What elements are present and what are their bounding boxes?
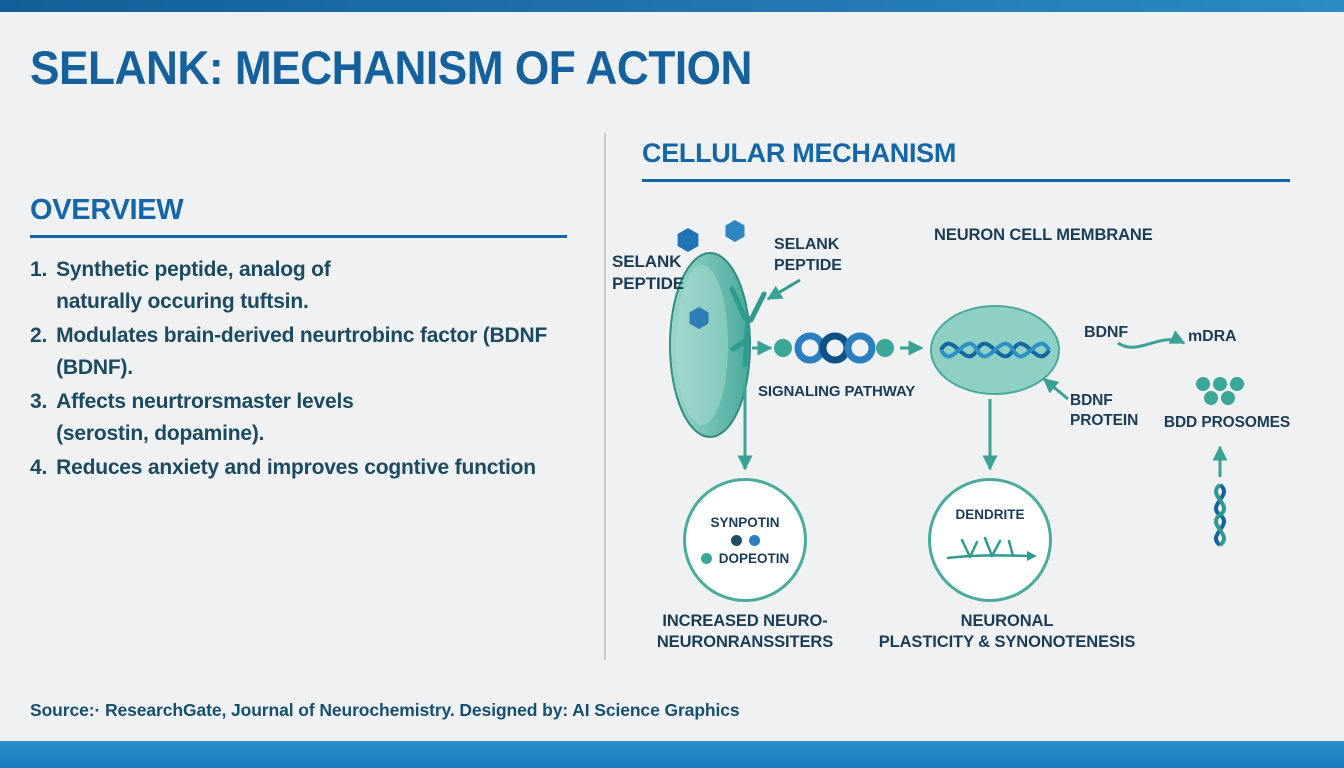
diagram-shapes <box>669 220 1244 547</box>
overview-list: 1. Synthetic peptide, analog of naturall… <box>30 254 578 487</box>
top-accent-bar <box>0 0 1344 12</box>
dendrite-label: DENDRITE <box>955 507 1025 522</box>
bdnf-to-mdra-arrow <box>1117 330 1186 349</box>
bdnf-protein-arrow <box>1042 377 1069 401</box>
item-number: 1. <box>30 258 48 281</box>
label-selank-peptide-top: SELANK PEPTIDE <box>774 236 842 274</box>
label-increased-neurotransmitters: INCREASED NEURO- NEURONRANSSITERS <box>656 612 834 652</box>
item-number: 3. <box>30 390 48 413</box>
vertical-divider <box>604 133 606 660</box>
overview-item-1: 1. Synthetic peptide, analog of naturall… <box>30 254 578 317</box>
label-neuron-cell-membrane: NEURON CELL MEMBRANE <box>934 226 1153 244</box>
selank-to-receptor-arrow <box>766 278 801 301</box>
label-bdd-prosomes: BDD PROSOMES <box>1163 414 1291 431</box>
navy-dot-icon <box>730 534 742 546</box>
peptide-hexagon-icons <box>677 220 745 329</box>
label-bdnf-protein: BDNF PROTEIN <box>1070 392 1139 430</box>
dendrite-branch-icon <box>946 536 1037 561</box>
label-selank-peptide-left: SELANK PEPTIDE <box>612 252 685 294</box>
label-neuronal-plasticity: NEURONAL PLASTICITY & SYNONOTENESIS <box>878 612 1136 652</box>
item-text: Reduces anxiety and improves cogntive fu… <box>56 456 536 479</box>
cellular-mechanism-diagram: SELANK PEPTIDE SELANK PEPTIDE NEURON CEL… <box>604 185 1344 705</box>
overview-item-3: 3. Affects neurtrorsmaster levels (seros… <box>30 386 578 449</box>
ribosomes-icon <box>1196 377 1244 405</box>
item-text: Synthetic peptide, analog of naturally o… <box>56 258 331 313</box>
dopeotin-label: DOPEOTIN <box>718 550 790 566</box>
label-signaling-pathway: SIGNALING PATHWAY <box>758 383 916 400</box>
bottom-accent-bar <box>0 741 1344 768</box>
item-number: 4. <box>30 456 48 479</box>
label-bdnf: BDNF <box>1084 324 1129 341</box>
receptor-icon <box>729 286 767 368</box>
overview-heading: OVERVIEW <box>30 194 567 238</box>
neurotransmitter-dots <box>730 534 760 546</box>
synapse-node: SYNPOTIN DOPEOTIN <box>683 478 807 602</box>
cell-membrane-shape <box>669 252 751 438</box>
item-text: Modulates brain-derived neurtrobinc fact… <box>56 324 548 379</box>
dendrite-node: DENDRITE <box>928 478 1052 602</box>
teal-dot-icon <box>700 552 712 564</box>
dna-helix-icon <box>1214 483 1226 547</box>
label-mdra: mDRA <box>1188 328 1237 345</box>
item-number: 2. <box>30 324 48 347</box>
overview-item-4: 4. Reduces anxiety and improves cogntive… <box>30 452 578 484</box>
dopeotin-row: DOPEOTIN <box>700 550 790 566</box>
overview-item-2: 2. Modulates brain-derived neurtrobinc f… <box>30 320 578 383</box>
source-credit: Source:· ResearchGate, Journal of Neuroc… <box>30 700 740 720</box>
nucleus-icon <box>930 305 1060 395</box>
cellular-mechanism-heading: CELLULAR MECHANISM <box>642 138 1290 182</box>
page-title: SELANK: MECHANISM OF ACTION <box>30 41 752 94</box>
blue-dot-icon <box>748 534 760 546</box>
synpotin-label: SYNPOTIN <box>710 514 780 530</box>
item-text: Affects neurtrorsmaster levels (serostin… <box>56 390 354 445</box>
signaling-chain-icon <box>774 332 894 364</box>
